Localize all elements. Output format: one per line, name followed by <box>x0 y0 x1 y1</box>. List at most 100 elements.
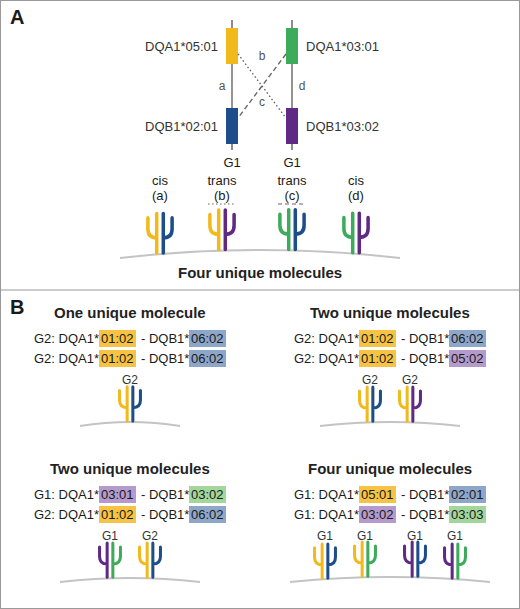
allele-highlight: 03:02 <box>189 486 226 503</box>
beta-chain <box>418 542 426 576</box>
group-label: G1 <box>317 528 333 545</box>
pairing-line <box>238 54 286 118</box>
alpha-chain <box>355 542 363 576</box>
allele-field: 01:02 <box>101 351 134 366</box>
allele-highlight: 01:02 <box>99 506 136 523</box>
allele-name: DQB1*02:01 <box>145 119 218 134</box>
allele-prefix: - DQB1* <box>141 486 189 503</box>
allele-prefix: G2: DQA1* <box>294 330 359 347</box>
beta-chain <box>458 544 466 578</box>
hla-dq-molecule <box>360 387 381 421</box>
hla-dq-molecule <box>120 387 141 421</box>
pairing-letter: a <box>219 79 226 93</box>
allele-prefix: - DQB1* <box>141 330 189 347</box>
pairing-letter: b <box>259 49 266 63</box>
beta-chain <box>295 210 304 250</box>
pairing-label: cis <box>348 172 364 189</box>
allele-prefix: - DQB1* <box>401 330 449 347</box>
hla-dq-molecule <box>344 213 368 253</box>
allele-prefix: - DQB1* <box>141 350 189 367</box>
allele-field: 05:02 <box>451 351 484 366</box>
chromosome-line <box>231 144 233 150</box>
hla-dq-molecule <box>148 213 172 253</box>
pairing-label: (a) <box>152 187 168 204</box>
allele-highlight: 01:02 <box>359 330 396 347</box>
cell-membrane <box>290 577 490 582</box>
allele-highlight: 03:02 <box>359 506 396 523</box>
alpha-chain <box>100 543 108 577</box>
allele-field: 01:02 <box>361 351 394 366</box>
allele-highlight: 03:01 <box>99 486 136 503</box>
allele-prefix: G1: DQA1* <box>294 486 359 503</box>
allele-highlight: 06:02 <box>189 350 226 367</box>
beta-chain <box>368 542 376 576</box>
alpha-chain <box>315 544 323 578</box>
hla-dq-molecule <box>405 542 426 576</box>
allele-prefix: - DQB1* <box>401 350 449 367</box>
allele-field: 03:02 <box>191 487 224 502</box>
alpha-chain <box>120 387 128 421</box>
beta-chain <box>133 387 141 421</box>
allele-highlight: 06:02 <box>189 330 226 347</box>
panel-heading: Two unique molecules <box>310 304 470 321</box>
pairing-letter: c <box>259 95 265 109</box>
chromosome-line <box>231 20 233 28</box>
allele-highlight: 01:02 <box>99 330 136 347</box>
allele-field: 03:03 <box>451 507 484 522</box>
hla-dq-molecule <box>280 210 304 250</box>
beta-chain <box>373 387 381 421</box>
allele-field: 01:02 <box>101 507 134 522</box>
allele-field: 01:02 <box>361 331 394 346</box>
allele-highlight: 01:02 <box>99 350 136 367</box>
panel-letter: A <box>10 6 24 28</box>
group-label: G1 <box>357 528 373 545</box>
allele-box: DQA1*05:01 <box>226 28 238 64</box>
allele-field: 06:02 <box>191 351 224 366</box>
chromosome-line <box>291 20 293 28</box>
allele-prefix: G2: DQA1* <box>34 330 99 347</box>
group-label: G2 <box>142 528 158 545</box>
alpha-chain <box>405 542 413 576</box>
alpha-chain <box>360 387 368 421</box>
allele-name: DQB1*03:02 <box>306 119 379 134</box>
pairing-label: (b) <box>214 187 230 204</box>
group-label: G2 <box>122 372 138 389</box>
group-label: G1 <box>447 528 463 545</box>
allele-field: 06:02 <box>191 507 224 522</box>
alpha-chain <box>400 387 408 421</box>
hla-dq-molecule <box>400 387 421 421</box>
pairing-label: trans <box>208 172 237 189</box>
hla-dq-molecule <box>210 210 234 250</box>
allele-prefix: G1: DQA1* <box>34 486 99 503</box>
pairing-line <box>231 64 232 108</box>
allele-prefix: - DQB1* <box>141 506 189 523</box>
hla-dq-molecule <box>100 543 121 577</box>
beta-chain <box>328 544 336 578</box>
alpha-chain <box>140 543 148 577</box>
group-label: G2 <box>362 372 378 389</box>
group-label: G1 <box>407 528 423 545</box>
dotted-underline <box>208 203 236 204</box>
beta-chain <box>113 543 121 577</box>
allele-prefix: G1: DQA1* <box>294 506 359 523</box>
allele-highlight: 06:02 <box>449 330 486 347</box>
pairing-label: G1 <box>224 154 241 171</box>
allele-field: 05:01 <box>361 487 394 502</box>
panel-heading: Four unique molecules <box>308 460 472 477</box>
cell-membrane <box>80 422 180 426</box>
cell-membrane <box>60 578 200 582</box>
panel-heading: Four unique molecules <box>178 264 342 281</box>
hla-dq-molecule <box>315 544 336 578</box>
allele-field: 02:01 <box>451 487 484 502</box>
allele-prefix: G2: DQA1* <box>34 506 99 523</box>
alpha-chain <box>280 210 289 250</box>
allele-highlight: 02:01 <box>449 486 486 503</box>
allele-name: DQA1*05:01 <box>145 39 218 54</box>
allele-box: DQB1*03:02 <box>286 108 298 144</box>
alpha-chain <box>344 213 353 253</box>
allele-prefix: - DQB1* <box>401 486 449 503</box>
beta-chain <box>163 213 172 253</box>
pairing-line <box>238 54 286 118</box>
